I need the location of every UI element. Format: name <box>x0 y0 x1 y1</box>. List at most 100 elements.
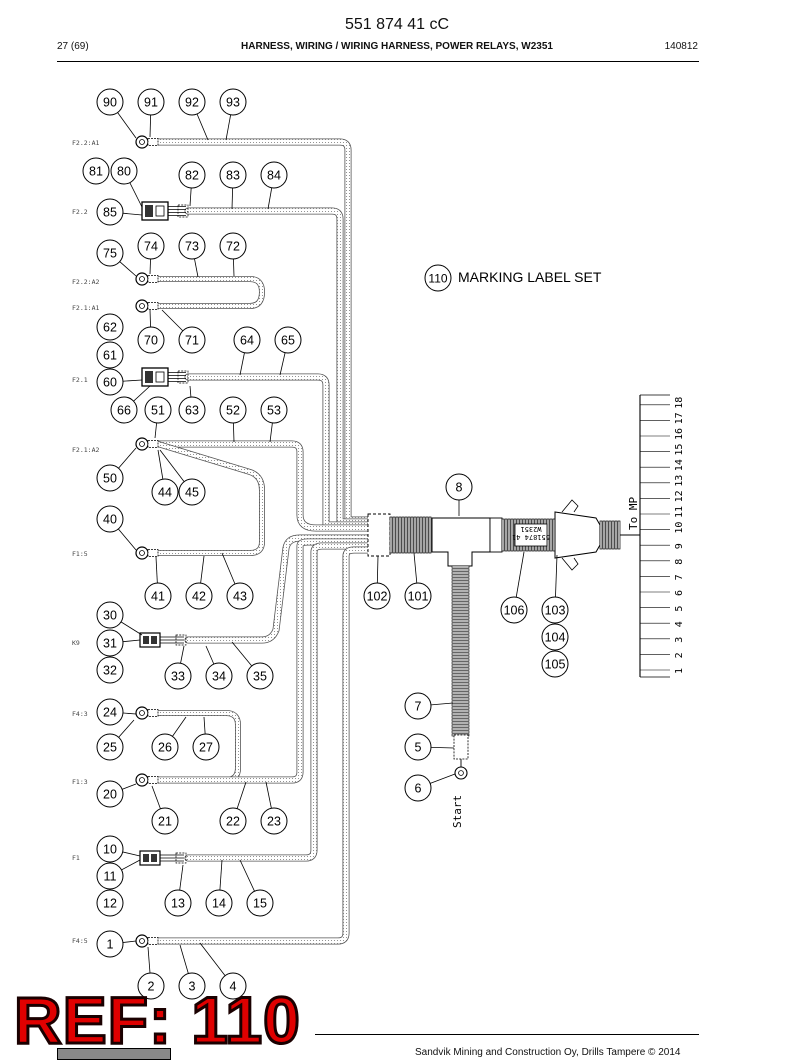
callout-circle <box>260 396 288 424</box>
callout-44: 44 <box>151 478 179 506</box>
callout-circle <box>541 596 569 624</box>
terminal-number: 7 <box>674 574 685 580</box>
tube-rib <box>451 595 470 599</box>
callout-106: 106 <box>500 596 528 624</box>
callout-circle <box>246 662 274 690</box>
connector-latch <box>145 371 153 383</box>
marking-sleeve <box>514 523 548 547</box>
callout-number: 12 <box>103 897 117 911</box>
tube-rib <box>451 583 470 587</box>
wire-tag: K9 <box>72 639 80 647</box>
tube-rib <box>504 518 508 552</box>
tube-rib <box>451 709 470 713</box>
tube-rib <box>410 516 414 554</box>
tube-rib <box>451 661 470 665</box>
callout-number: 60 <box>103 376 117 390</box>
callout-circle <box>96 656 124 684</box>
footer-rule <box>315 1034 699 1035</box>
callout-circle <box>178 972 206 1000</box>
callout-34: 34 <box>205 662 233 690</box>
wire-seal <box>177 370 189 384</box>
terminal-number: 18 <box>674 397 685 409</box>
tube-rib <box>451 619 470 623</box>
callout-number: 43 <box>233 590 247 604</box>
callout-105: 105 <box>541 650 569 678</box>
tube-rib <box>451 625 470 629</box>
wire-bundles <box>146 138 374 945</box>
crimp-sleeve <box>147 440 159 448</box>
callout-30: 30 <box>96 601 124 629</box>
tube-rib <box>395 516 399 554</box>
callout-circle <box>96 733 124 761</box>
callout-number: 6 <box>415 782 422 796</box>
callout-number: 83 <box>226 169 240 183</box>
callout-number: 102 <box>367 590 388 604</box>
callout-circle <box>96 889 124 917</box>
cable-gland-103 <box>554 511 601 559</box>
connector-latch <box>145 205 153 217</box>
callout-number: 4 <box>230 980 237 994</box>
callout-number: 27 <box>199 741 213 755</box>
callout-circle <box>178 161 206 189</box>
callout-81: 81 <box>82 157 110 185</box>
tube-rib <box>451 715 470 719</box>
tube-rib <box>451 712 470 716</box>
ring-terminal-hole <box>139 441 145 447</box>
document-date: 140812 <box>664 41 698 52</box>
tube-rib <box>451 694 470 698</box>
callout-72: 72 <box>219 232 247 260</box>
callout-circle <box>96 601 124 629</box>
wire-tag: F1 <box>72 854 80 862</box>
terminal-number: 17 <box>674 412 685 424</box>
callout-40: 40 <box>96 505 124 533</box>
callout-85: 85 <box>96 198 124 226</box>
callout-number: 104 <box>545 631 566 645</box>
callout-number: 63 <box>185 404 199 418</box>
callout-27: 27 <box>192 733 220 761</box>
callout-number: 13 <box>171 897 185 911</box>
tube-rib <box>451 724 470 728</box>
callout-circle <box>137 232 165 260</box>
terminal-number: 3 <box>674 637 685 643</box>
callout-15: 15 <box>246 889 274 917</box>
callout-circle <box>96 313 124 341</box>
callout-23: 23 <box>260 807 288 835</box>
callout-104: 104 <box>541 623 569 651</box>
tube-rib <box>451 646 470 650</box>
document-title: HARNESS, WIRING / WIRING HARNESS, POWER … <box>241 41 553 52</box>
callout-circle <box>151 733 179 761</box>
callout-13: 13 <box>164 889 192 917</box>
callout-42: 42 <box>185 582 213 610</box>
callout-number: 50 <box>103 472 117 486</box>
reference-watermark: REF: 110 <box>13 982 302 1059</box>
tube-rib <box>510 518 514 552</box>
callout-90: 90 <box>96 88 124 116</box>
tube-rib <box>392 516 396 554</box>
marking-label-text: MARKING LABEL SET <box>458 269 602 285</box>
callout-number: 35 <box>253 670 267 684</box>
wire-tag: F2.1:A2 <box>72 446 99 454</box>
tube-rib <box>451 682 470 686</box>
callout-number: 33 <box>171 670 185 684</box>
callout-number: 103 <box>545 604 566 618</box>
tube-rib <box>451 616 470 620</box>
callout-number: 10 <box>103 843 117 857</box>
callout-circle <box>144 396 172 424</box>
callout-number: 64 <box>240 334 254 348</box>
callout-number: 15 <box>253 897 267 911</box>
callout-circle <box>219 972 247 1000</box>
wire-seal <box>177 204 189 218</box>
tube-rib <box>451 610 470 614</box>
ring-terminal-hole <box>139 710 145 716</box>
terminal-number: 14 <box>674 459 685 471</box>
callout-66: 66 <box>110 396 138 424</box>
callout-12: 12 <box>96 889 124 917</box>
header-rule <box>57 61 699 62</box>
callout-circle <box>205 662 233 690</box>
tube-rib <box>451 727 470 731</box>
callout-80: 80 <box>110 157 138 185</box>
callout-circle <box>96 862 124 890</box>
terminal-number: 6 <box>674 590 685 596</box>
tube-rib <box>451 622 470 626</box>
tube-rib <box>451 571 470 575</box>
